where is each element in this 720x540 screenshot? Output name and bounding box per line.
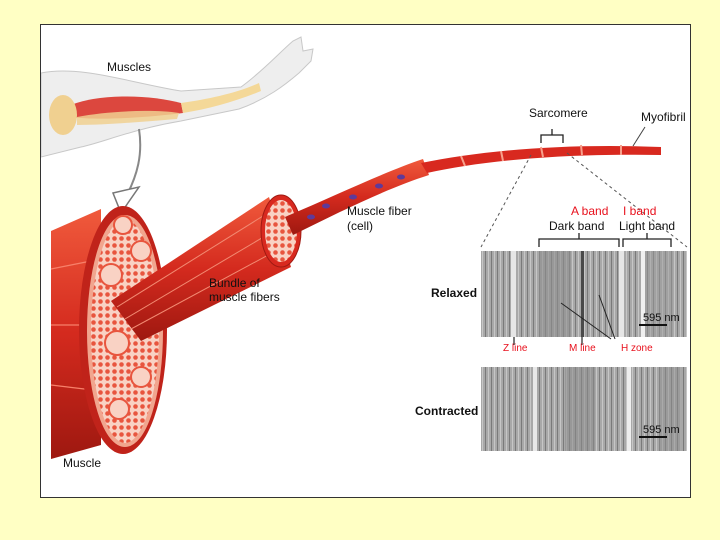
muscle-label: Muscle	[63, 456, 101, 470]
contracted-label: Contracted	[415, 404, 478, 418]
contracted-scale-label: 595 nm	[643, 424, 680, 436]
light-band-label: Light band	[619, 219, 675, 233]
muscle-fiber-label-line2: (cell)	[347, 219, 373, 233]
a-band-label: A band	[571, 204, 608, 218]
muscle-fiber	[285, 159, 429, 235]
i-band-label: I band	[623, 204, 656, 218]
h-zone-pointer-1	[560, 302, 612, 340]
zoom-arrow-icon	[111, 128, 142, 215]
myofibril-label: Myofibril	[641, 110, 686, 124]
fiber-bundle	[111, 194, 302, 341]
light-band-bracket	[622, 233, 672, 247]
dark-band-bracket	[538, 233, 620, 247]
h-zone-pointer-2	[598, 294, 616, 340]
relaxed-label: Relaxed	[431, 286, 477, 300]
zoom-line-left	[480, 154, 532, 248]
sarcomere-bracket	[540, 129, 564, 143]
contracted-micrograph	[481, 367, 687, 451]
arm-illustration	[41, 36, 314, 158]
myofibril-leader-line	[632, 126, 646, 147]
h-zone-label: H zone	[621, 343, 653, 354]
sarcomere-label: Sarcomere	[529, 106, 588, 120]
myofibril	[421, 144, 661, 173]
muscles-label: Muscles	[107, 60, 151, 74]
bundle-label-line1: Bundle of	[209, 276, 260, 290]
zoom-line-right	[566, 152, 688, 248]
bundle-label-line2: muscle fibers	[209, 290, 280, 304]
relaxed-micrograph	[481, 251, 687, 337]
muscle-structure-diagram: Muscles Muscle Bundle of muscle fibers	[41, 36, 688, 470]
dark-band-label: Dark band	[549, 219, 604, 233]
muscle-fiber-label-line1: Muscle fiber	[347, 204, 412, 218]
z-line-label: Z line	[503, 343, 528, 354]
m-line-label: M line	[569, 343, 596, 354]
figure-panel: Muscles Muscle Bundle of muscle fibers	[40, 24, 691, 498]
relaxed-scale-label: 595 nm	[643, 312, 680, 324]
